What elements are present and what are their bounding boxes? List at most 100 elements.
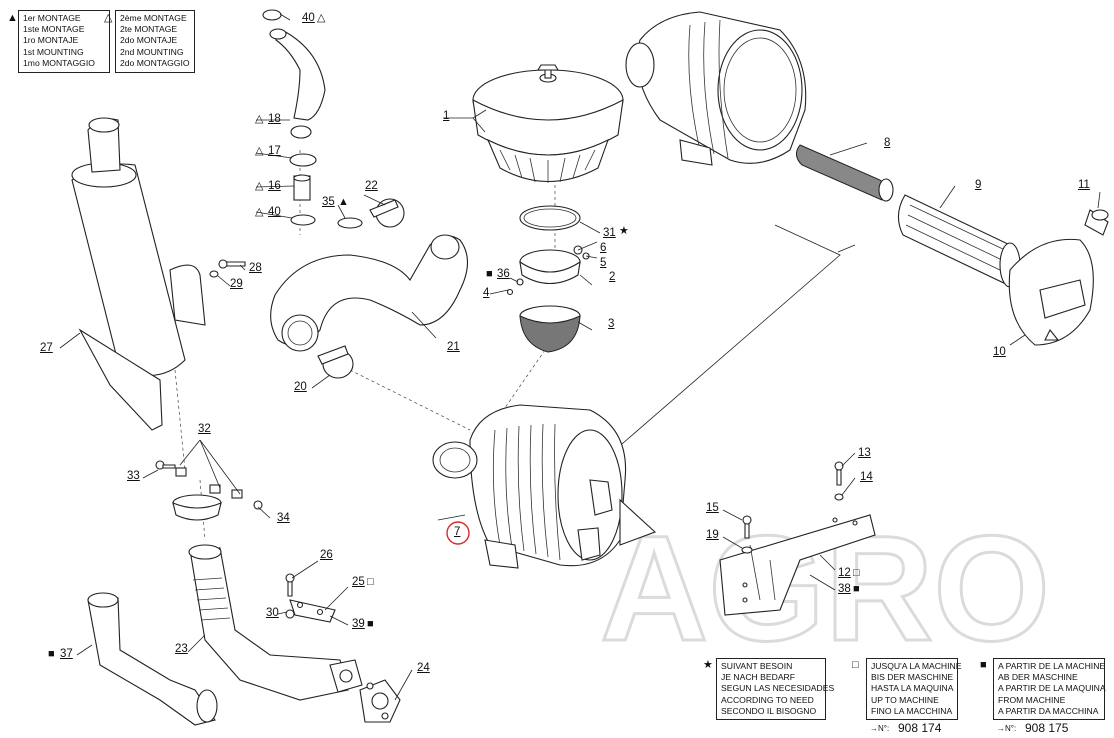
legend-line: AB DER MASCHINE	[998, 672, 1078, 683]
part-17-hose-clamp	[289, 153, 317, 167]
filled-square-marker: ■	[486, 268, 493, 280]
part-15-bolt	[742, 515, 752, 539]
legend-line: 2do MONTAJE	[120, 35, 178, 46]
callout-40-top[interactable]: 40	[302, 12, 315, 24]
callout-1[interactable]: 1	[443, 110, 450, 122]
open-triangle-marker: △	[255, 180, 264, 192]
callout-36[interactable]: 36	[497, 268, 510, 280]
callout-17[interactable]: 17	[268, 145, 281, 157]
callout-24[interactable]: 24	[417, 662, 430, 674]
callout-11[interactable]: 11	[1078, 179, 1090, 191]
callout-34[interactable]: 34	[277, 512, 290, 524]
callout-5[interactable]: 5	[600, 257, 607, 269]
callout-30[interactable]: 30	[266, 607, 279, 619]
open-triangle-symbol: △	[104, 12, 113, 24]
callout-2[interactable]: 2	[609, 271, 616, 283]
callout-31[interactable]: 31	[603, 227, 616, 239]
air-filter-housing-exploded	[625, 11, 807, 166]
legend-line: 1ste MONTAGE	[23, 24, 85, 35]
callout-22[interactable]: 22	[365, 180, 378, 192]
machine-number-prefix: →N°:	[997, 724, 1017, 733]
callout-23[interactable]: 23	[175, 643, 188, 655]
callout-37[interactable]: 37	[60, 648, 73, 660]
callout-7[interactable]: 7	[454, 526, 461, 538]
callout-38[interactable]: 38	[838, 583, 851, 595]
part-29-washer	[209, 270, 219, 278]
part-18-intake-hose	[269, 28, 326, 139]
part-20-clamp	[317, 345, 354, 379]
part-2-mounting-ring	[506, 245, 590, 296]
callout-40-bottom[interactable]: 40	[268, 206, 281, 218]
callout-35[interactable]: 35	[322, 196, 335, 208]
callout-28[interactable]: 28	[249, 262, 262, 274]
legend-line: A PARTIR DA MACCHINA	[998, 705, 1099, 716]
callout-13[interactable]: 13	[858, 447, 871, 459]
filled-triangle-marker: ▲	[338, 196, 349, 208]
callout-25[interactable]: 25	[352, 576, 365, 588]
callout-18[interactable]: 18	[268, 113, 281, 125]
part-27-exhaust-muffler	[71, 117, 206, 431]
callout-32[interactable]: 32	[198, 423, 211, 435]
part-24-flange-gasket	[359, 679, 401, 723]
legend-line: SEGUN LAS NECESIDADES	[721, 683, 835, 694]
legend-line: 1er MONTAGE	[23, 13, 81, 23]
callout-10[interactable]: 10	[993, 346, 1006, 358]
part-33-flange	[329, 659, 363, 693]
callout-19[interactable]: 19	[706, 529, 719, 541]
part-40-hose-clamp-top	[262, 9, 282, 21]
open-triangle-marker: △	[255, 145, 264, 157]
callout-14[interactable]: 14	[860, 471, 873, 483]
machine-number-upto: 908 174	[898, 721, 942, 735]
callout-21[interactable]: 21	[447, 341, 460, 353]
legend-line: 2ème MONTAGE	[120, 13, 187, 23]
part-10-filter-cover	[1008, 238, 1094, 346]
callout-26[interactable]: 26	[320, 549, 333, 561]
legend-line: 1st MOUNTING	[23, 46, 84, 57]
leader-lines	[59, 13, 1101, 701]
part-31-clamp-ring	[519, 205, 581, 231]
open-square-symbol: □	[852, 659, 859, 671]
part-35-clamp	[337, 217, 363, 229]
part-28-bolt	[218, 259, 246, 269]
callout-6[interactable]: 6	[600, 242, 607, 254]
callout-20[interactable]: 20	[294, 381, 307, 393]
machine-number-prefix: →N°:	[870, 724, 890, 733]
star-symbol: ★	[703, 659, 713, 671]
star-marker: ★	[619, 225, 629, 237]
legend-line: 1ro MONTAJE	[23, 35, 79, 46]
legend-line: SECONDO IL BISOGNO	[721, 705, 817, 716]
legend-up-to-machine: JUSQU'A LA MACHINE BIS DER MASCHINE HAST…	[866, 658, 961, 720]
callout-12[interactable]: 12	[838, 567, 851, 579]
legend-line: 2do MONTAGGIO	[120, 57, 190, 68]
callout-4[interactable]: 4	[483, 287, 490, 299]
callout-16[interactable]: 16	[268, 180, 281, 192]
part-11-valve	[1084, 209, 1109, 236]
legend-line: ACCORDING TO NEED	[721, 694, 814, 705]
callout-8[interactable]: 8	[884, 137, 891, 149]
callout-39[interactable]: 39	[352, 618, 365, 630]
callout-29[interactable]: 29	[230, 278, 243, 290]
legend-from-machine: A PARTIR DE LA MACHINE AB DER MASCHINE A…	[993, 658, 1106, 720]
callout-33[interactable]: 33	[127, 470, 140, 482]
legend-line: 2te MONTAGE	[120, 24, 178, 35]
callout-9[interactable]: 9	[975, 179, 982, 191]
callout-15[interactable]: 15	[706, 502, 719, 514]
open-square-marker: □	[853, 567, 860, 579]
part-13-bolt	[834, 461, 844, 486]
part-7-air-filter-housing	[432, 404, 657, 569]
machine-number-from: 908 175	[1025, 721, 1069, 735]
part-30-nut	[285, 609, 295, 619]
part-19-washer	[741, 546, 753, 554]
filled-triangle-symbol: ▲	[7, 12, 18, 24]
legend-line: BIS DER MASCHINE	[871, 672, 954, 683]
part-33-bolt	[155, 460, 176, 470]
part-14-washer	[834, 493, 844, 501]
part-16-connector	[293, 174, 311, 201]
open-triangle-marker: △	[317, 12, 326, 24]
callout-27[interactable]: 27	[40, 342, 53, 354]
open-triangle-marker: △	[255, 206, 264, 218]
legend-second-mounting: 2ème MONTAGE 2te MONTAGE 2do MONTAJE 2nd…	[115, 10, 195, 73]
part-3-rubber-sleeve	[519, 305, 581, 353]
callout-3[interactable]: 3	[608, 318, 615, 330]
filled-square-symbol: ■	[980, 659, 987, 671]
